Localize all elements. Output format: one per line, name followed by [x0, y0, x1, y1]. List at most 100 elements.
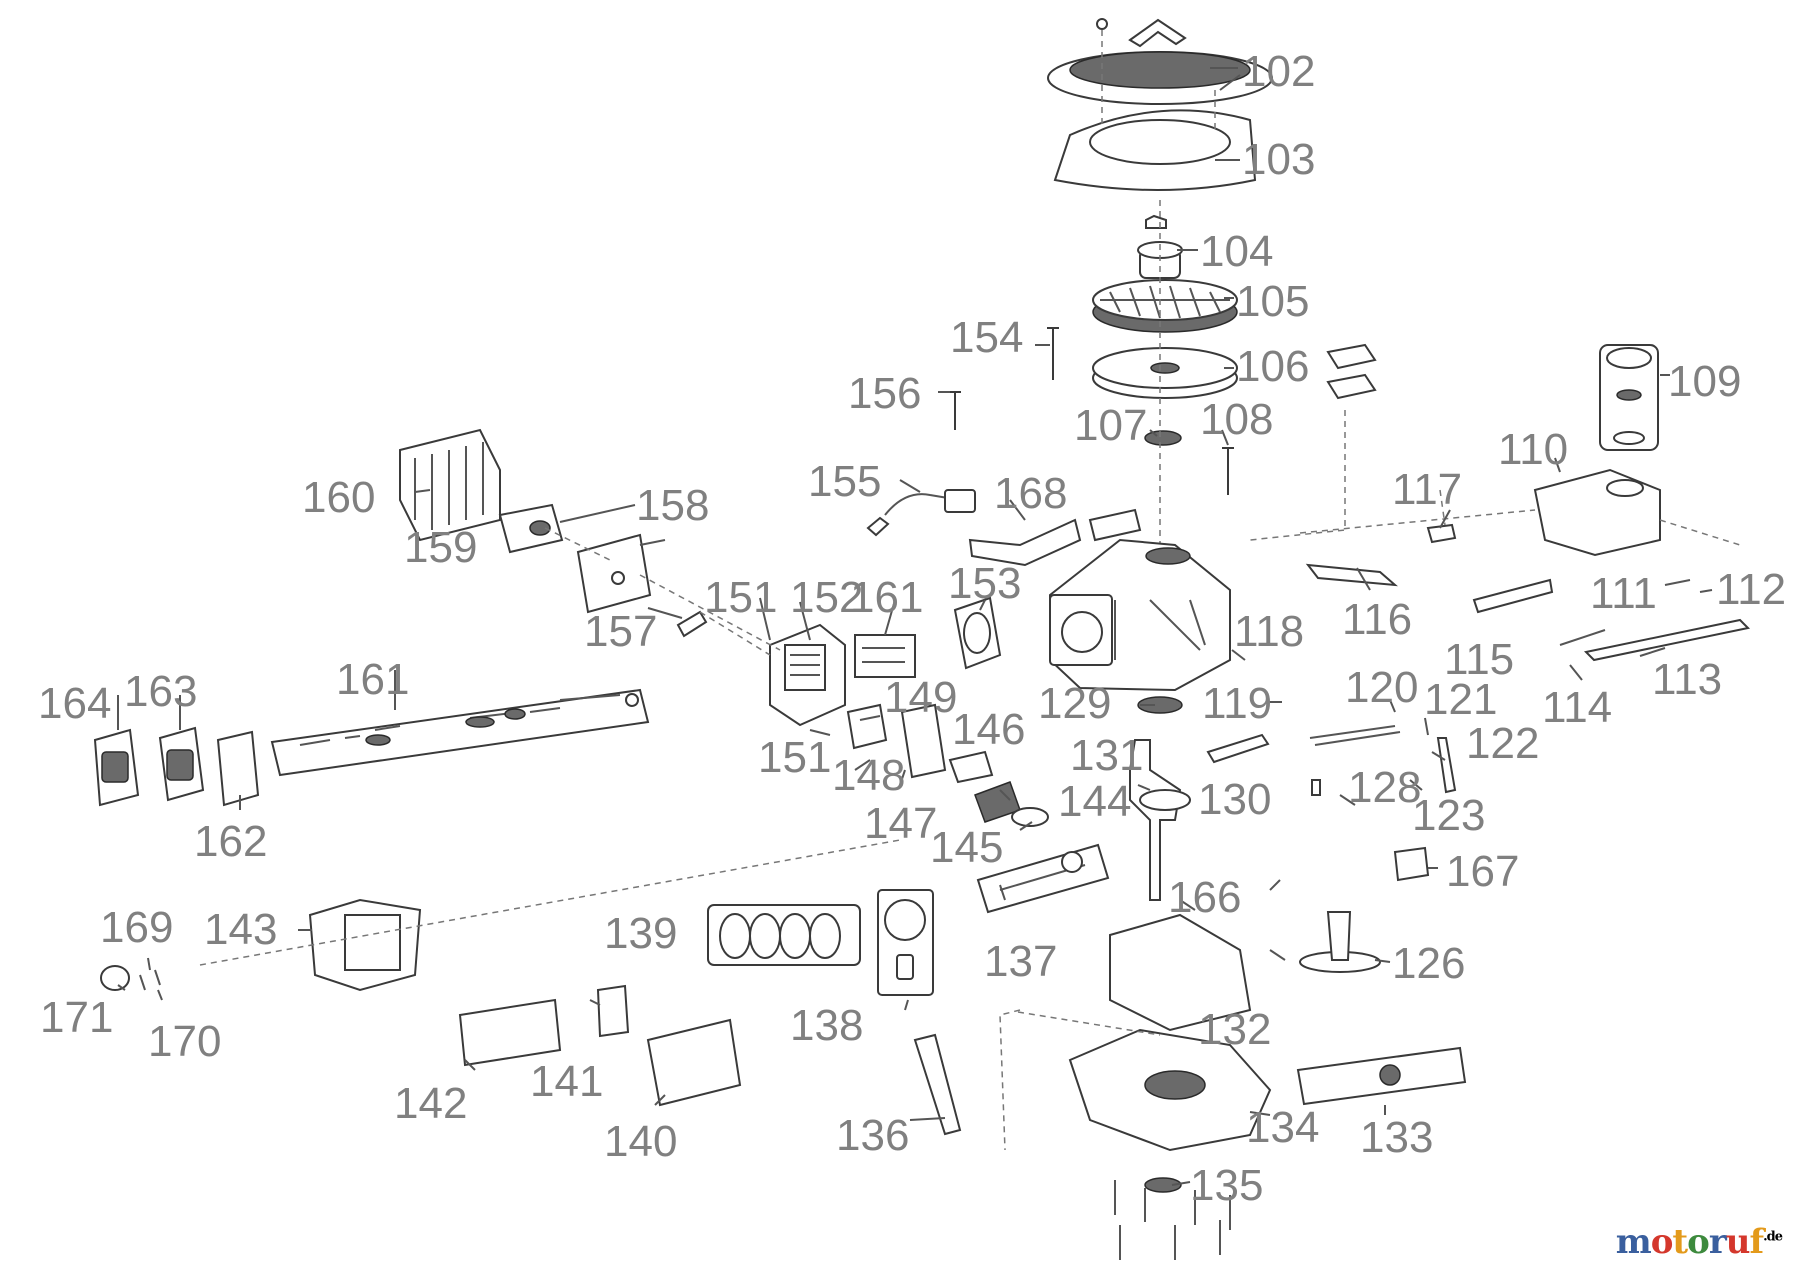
air-filter-cover-part	[399, 428, 501, 542]
callout-114: 114	[1542, 683, 1612, 732]
callout-122: 122	[1466, 719, 1539, 768]
callout-140: 140	[604, 1117, 677, 1166]
dipstick-136-part	[913, 1033, 962, 1136]
callout-103: 103	[1242, 135, 1315, 184]
clip-128-part	[1311, 779, 1321, 796]
callout-161-lower: 161	[336, 655, 409, 704]
rod-113-part	[1583, 618, 1751, 662]
fan-cover-part	[1053, 30, 1257, 191]
callout-153: 153	[948, 559, 1021, 608]
heat-shield-142-part	[458, 998, 562, 1067]
plate-lower-part	[1326, 373, 1377, 400]
plate-upper-part	[1326, 343, 1377, 370]
callout-157: 157	[584, 607, 657, 656]
callout-171: 171	[40, 993, 113, 1042]
callout-126: 126	[1392, 939, 1465, 988]
callout-160: 160	[302, 473, 375, 522]
piston-rings-box	[707, 904, 861, 966]
fuel-tank-part	[1533, 468, 1661, 557]
callout-115: 115	[1444, 635, 1514, 684]
callout-117: 117	[1392, 465, 1462, 514]
gasket-kit-box	[270, 688, 650, 777]
callout-129: 129	[1038, 679, 1111, 728]
piston-box	[877, 889, 934, 996]
gasket-153-part	[953, 596, 1002, 670]
callout-111: 111	[1590, 569, 1657, 618]
callout-139: 139	[604, 909, 677, 958]
callout-159: 159	[404, 523, 477, 572]
valve-box-161	[854, 634, 916, 678]
muffler-cover-163	[158, 726, 205, 802]
starter-cup-part	[1137, 214, 1183, 279]
pin-154-part	[1047, 327, 1059, 380]
callout-105: 105	[1236, 277, 1309, 326]
callout-169: 169	[100, 903, 173, 952]
wm-u: u	[1725, 1222, 1751, 1262]
fan-wheel-part	[1092, 279, 1238, 333]
callout-163: 163	[124, 667, 197, 716]
callout-121: 121	[1424, 675, 1497, 724]
lever-122-part	[1436, 737, 1457, 794]
callout-146: 146	[952, 705, 1025, 754]
plate-116-part	[1305, 563, 1399, 587]
cap-171-part	[100, 965, 130, 991]
callout-133: 133	[1360, 1113, 1433, 1162]
callout-labels: 102 103 104 105 106 107 108 109 110 111 …	[38, 47, 1786, 1210]
governor-box-133	[1296, 1046, 1467, 1106]
callout-158: 158	[636, 481, 709, 530]
callout-130: 130	[1198, 775, 1271, 824]
callout-142: 142	[394, 1079, 467, 1128]
muffler-143-part	[308, 898, 422, 992]
wm-f: f	[1749, 1222, 1764, 1262]
callout-128: 128	[1348, 763, 1421, 812]
callout-112: 112	[1716, 565, 1786, 614]
camshaft-part	[1299, 911, 1381, 973]
connecting-rod-box	[976, 843, 1110, 914]
callout-132: 132	[1198, 1005, 1271, 1054]
seal-135-part	[1144, 1177, 1182, 1193]
plate-141-part	[596, 984, 630, 1038]
callout-162: 162	[194, 817, 267, 866]
wm-r: r	[1708, 1222, 1727, 1262]
fuel-cap-box	[1599, 344, 1659, 451]
engine-block-part	[1049, 538, 1231, 692]
seal-107-part	[1144, 430, 1182, 446]
callout-118: 118	[1234, 607, 1304, 656]
callout-168: 168	[994, 469, 1067, 518]
pin-156-part	[949, 391, 961, 430]
flywheel-part	[1092, 347, 1238, 399]
callout-147: 147	[864, 799, 937, 848]
callout-106: 106	[1236, 342, 1309, 391]
callout-141: 141	[530, 1057, 603, 1106]
bracket-115-part	[1472, 578, 1554, 614]
cylinder-head-part	[769, 623, 846, 727]
callout-104: 104	[1200, 227, 1273, 276]
ignition-coil-part	[866, 489, 1142, 567]
callout-134: 134	[1246, 1103, 1319, 1152]
muffler-cover-164	[93, 728, 140, 807]
crankcase-cover-part	[1068, 1028, 1272, 1152]
pin-169-170-part	[139, 969, 161, 991]
callout-151-upper: 151	[704, 573, 777, 622]
carburetor-parts	[846, 703, 1049, 827]
callout-143: 143	[204, 905, 277, 954]
motoruf-watermark: motoruf.de	[1616, 1222, 1783, 1262]
heat-shield-140-part	[646, 1018, 742, 1107]
callout-152: 152	[790, 573, 863, 622]
seal-129-part	[1137, 696, 1183, 714]
wm-o1: o	[1650, 1222, 1674, 1262]
callout-156: 156	[848, 369, 921, 418]
wm-t: t	[1672, 1222, 1688, 1262]
bolt-set-135	[1114, 1180, 1231, 1260]
callout-151-lower: 151	[758, 733, 831, 782]
bracket-167-part	[1393, 846, 1430, 882]
callout-108: 108	[1200, 395, 1273, 444]
callout-110: 110	[1498, 425, 1568, 474]
muffler-gasket-162	[216, 730, 260, 807]
callout-170: 170	[148, 1017, 221, 1066]
callout-120: 120	[1345, 663, 1418, 712]
callout-107: 107	[1074, 401, 1147, 450]
air-filter-element-part	[498, 503, 564, 554]
callout-148: 148	[832, 751, 905, 800]
